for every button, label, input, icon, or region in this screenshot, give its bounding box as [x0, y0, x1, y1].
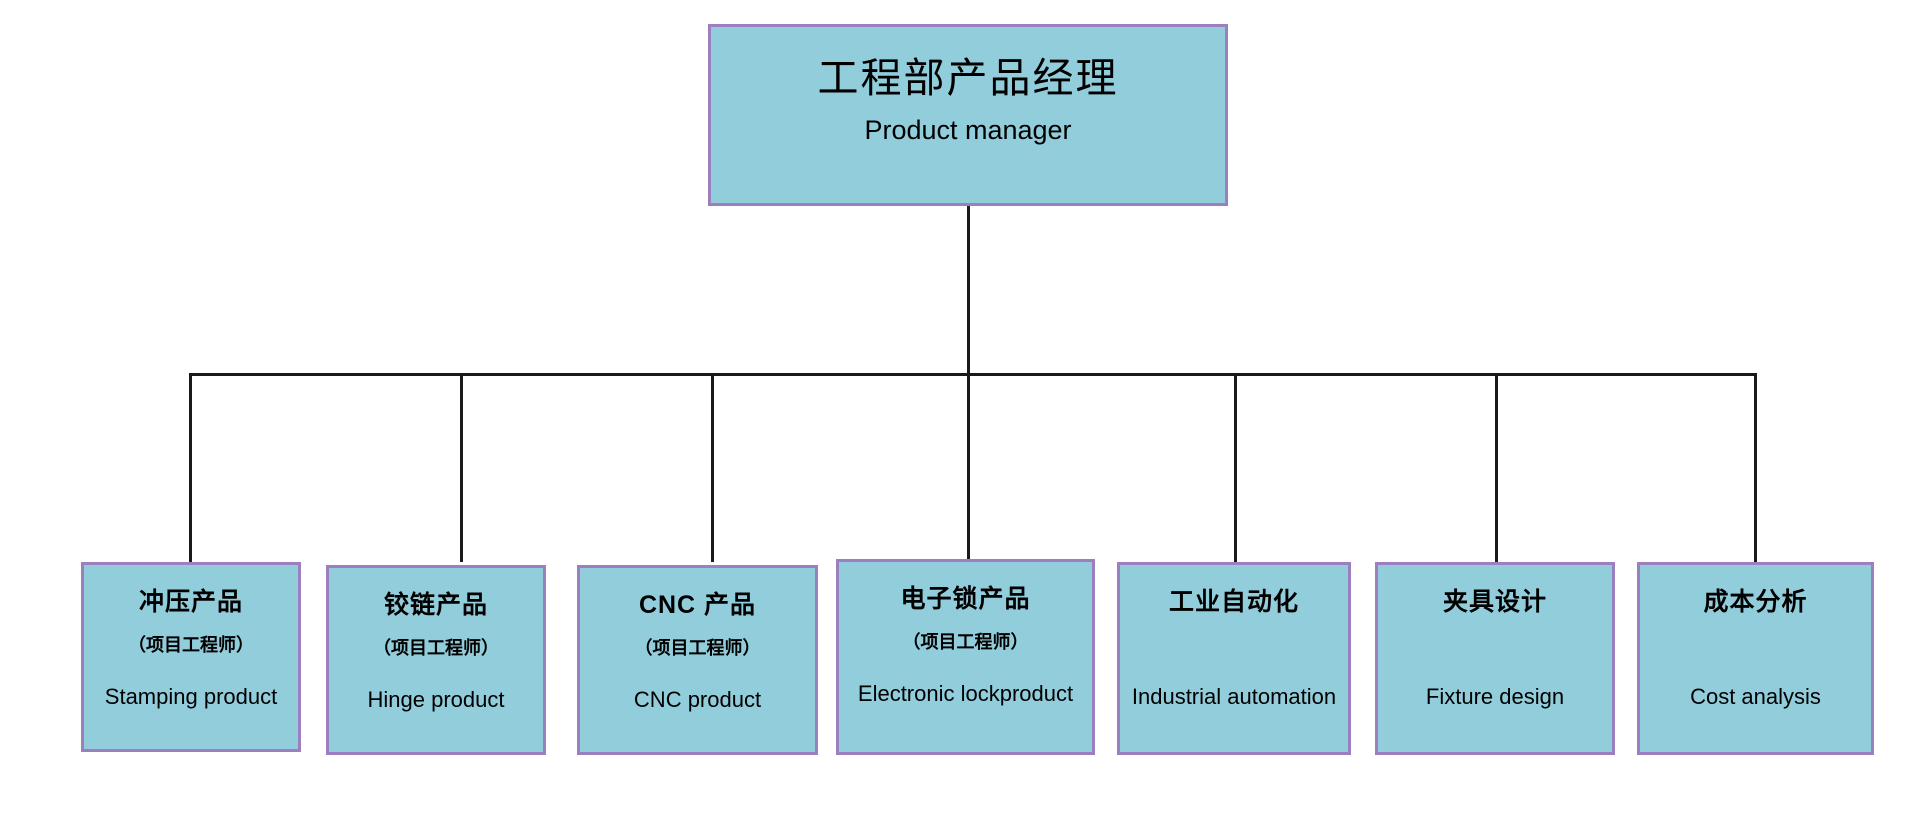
node-role-cn: （项目工程师） [128, 635, 254, 656]
node-cnc-product[interactable]: CNC 产品 （项目工程师） CNC product [577, 565, 818, 755]
node-electronic-lock-product[interactable]: 电子锁产品 （项目工程师） Electronic lockproduct [836, 559, 1095, 755]
node-name-en: Electronic lockproduct [857, 680, 1074, 706]
node-name-cn: 成本分析 [1703, 588, 1808, 616]
node-cost-analysis[interactable]: 成本分析 （项目工程师） Cost analysis [1637, 562, 1874, 755]
node-name-cn: 夹具设计 [1442, 588, 1547, 616]
node-industrial-automation[interactable]: 工业自动化 （项目工程师） Industrial automation [1117, 562, 1351, 755]
node-product-manager[interactable]: 工程部产品经理 Product manager [708, 24, 1228, 206]
node-name-en: CNC product [633, 686, 762, 712]
connector-drop-1 [189, 373, 192, 562]
connector-drop-4 [967, 373, 970, 562]
node-fixture-design[interactable]: 夹具设计 （项目工程师） Fixture design [1375, 562, 1615, 755]
node-role-cn: （项目工程师） [373, 638, 499, 659]
node-name-cn: 铰链产品 [383, 591, 488, 619]
node-name-cn: 冲压产品 [138, 588, 243, 616]
node-name-cn: CNC 产品 [638, 591, 757, 619]
node-name-en: Fixture design [1425, 683, 1565, 709]
connector-horizontal-bus [189, 373, 1757, 376]
connector-root-stem [967, 206, 970, 376]
node-hinge-product[interactable]: 铰链产品 （项目工程师） Hinge product [326, 565, 546, 755]
node-name-cn: 电子锁产品 [900, 585, 1031, 613]
connector-drop-2 [460, 373, 463, 562]
node-title-en: Product manager [864, 115, 1072, 146]
connector-drop-7 [1754, 373, 1757, 562]
node-title-cn: 工程部产品经理 [817, 55, 1119, 101]
node-name-cn: 工业自动化 [1168, 588, 1299, 616]
connector-drop-6 [1495, 373, 1498, 562]
node-name-en: Cost analysis [1690, 683, 1821, 709]
node-role-cn: （项目工程师） [902, 632, 1029, 653]
node-name-en: Stamping product [104, 683, 278, 709]
node-name-en: Hinge product [367, 686, 505, 712]
connector-drop-5 [1234, 373, 1237, 562]
node-stamping-product[interactable]: 冲压产品 （项目工程师） Stamping product [81, 562, 301, 752]
node-name-en: Industrial automation [1131, 683, 1337, 709]
connector-drop-3 [711, 373, 714, 562]
node-role-cn: （项目工程师） [634, 638, 761, 659]
